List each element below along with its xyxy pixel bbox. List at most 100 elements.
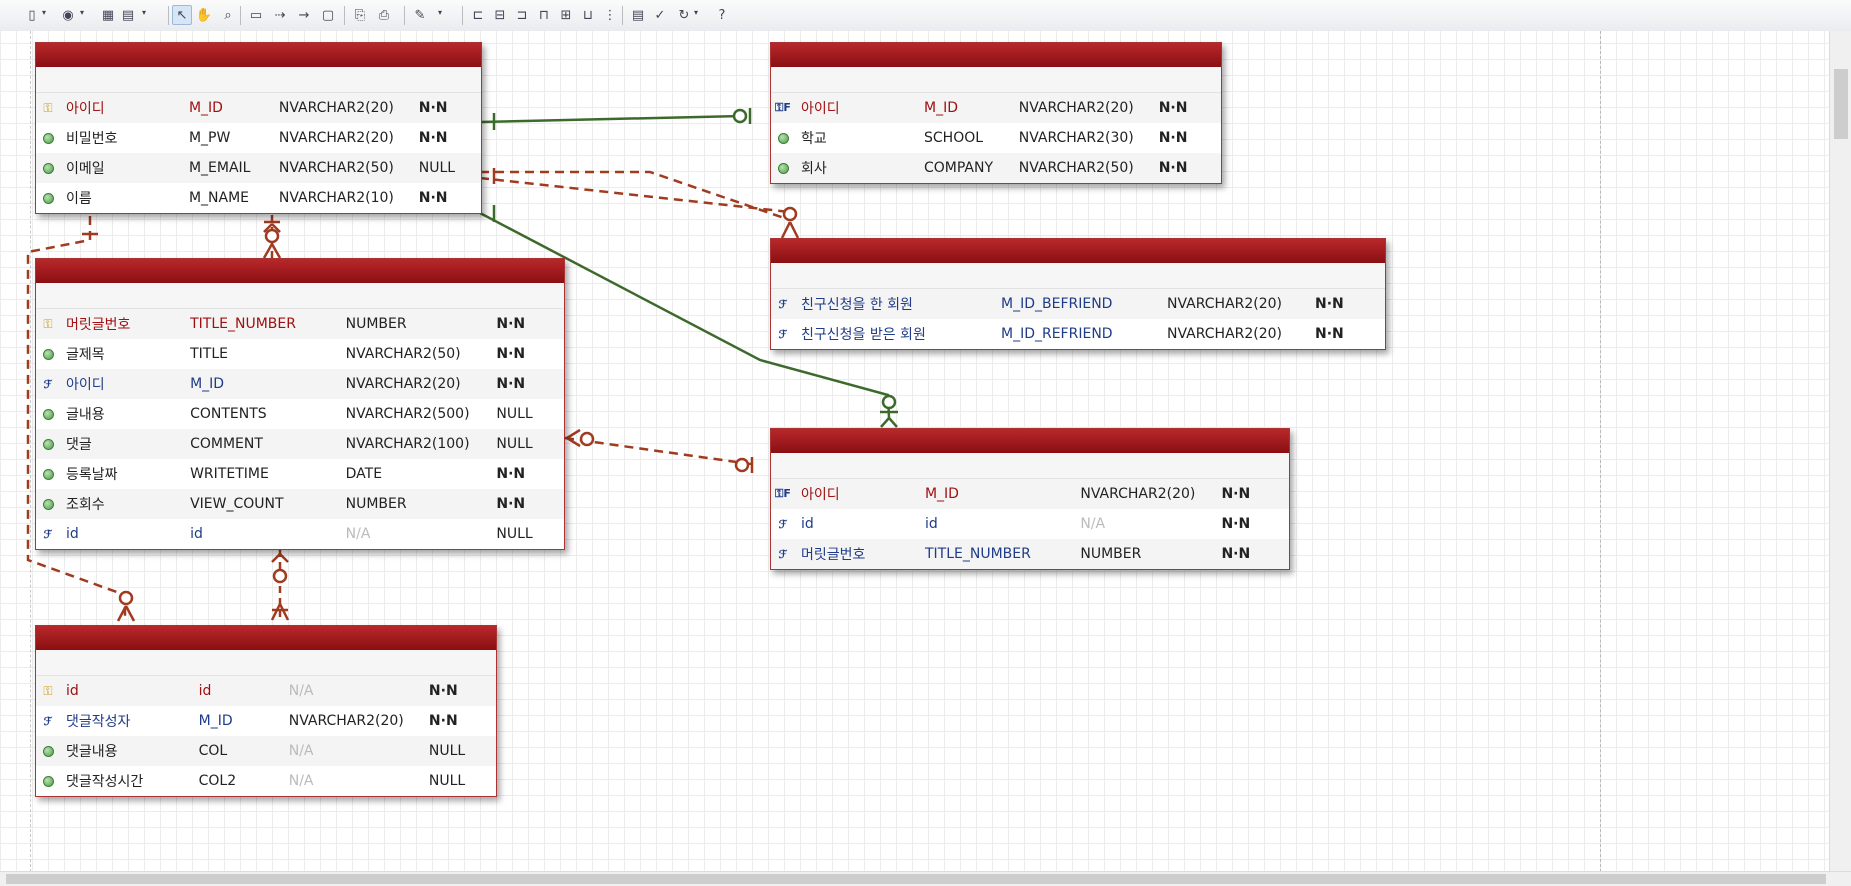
cell-logical: 이메일 xyxy=(66,161,105,177)
cell-type: NVARCHAR2(20) xyxy=(278,130,394,146)
cell-logical: 이름 xyxy=(66,191,92,207)
cell-logical: 등록날짜 xyxy=(66,467,118,483)
align-bottom-icon[interactable]: ⊔ xyxy=(582,7,594,23)
help-icon[interactable]: ? xyxy=(718,7,726,23)
foreign-key-icon: ℱ xyxy=(43,527,53,541)
cell-physical: VIEW_COUNT xyxy=(190,496,284,512)
hand-pan-icon[interactable]: ✋ xyxy=(195,7,213,23)
align-top-icon[interactable]: ⊓ xyxy=(538,7,550,23)
comment-icon[interactable]: ▢ xyxy=(321,7,335,23)
table-header[interactable] xyxy=(771,429,1289,453)
cell-physical: id xyxy=(198,683,212,699)
align-right-icon[interactable]: ⊐ xyxy=(516,7,528,23)
color-brush-icon[interactable]: ✎ xyxy=(414,7,426,23)
toolbar-separator xyxy=(344,6,345,25)
cell-null: N·N xyxy=(1158,160,1188,176)
copy-icon[interactable]: ⎘ xyxy=(354,7,366,23)
table-header[interactable] xyxy=(36,626,496,650)
red-table-icon[interactable]: ▦ xyxy=(101,7,115,23)
cell-logical: 아이디 xyxy=(66,101,105,117)
non-identifying-relation-icon[interactable]: ⇢ xyxy=(274,7,286,23)
cell-logical: 조회수 xyxy=(66,497,105,513)
cell-type: NVARCHAR2(20) xyxy=(278,100,394,116)
table-header[interactable] xyxy=(771,239,1385,263)
entity-color-icon[interactable]: ◉ xyxy=(62,7,74,23)
table-header[interactable] xyxy=(771,43,1221,67)
horizontal-scrollbar[interactable] xyxy=(0,871,1851,886)
select-pointer-icon[interactable]: ↖ xyxy=(172,5,192,25)
horizontal-scroll-thumb[interactable] xyxy=(6,874,1826,884)
cell-physical: M_ID xyxy=(924,100,959,116)
cell-logical: id xyxy=(66,683,79,699)
document-icon[interactable]: ▤ xyxy=(631,7,645,23)
chevron-down-icon[interactable]: ▾ xyxy=(80,8,85,17)
column-icon xyxy=(36,162,60,174)
cell-null: N·N xyxy=(428,713,458,729)
chevron-down-icon[interactable]: ▾ xyxy=(438,8,443,17)
toolbar-separator xyxy=(462,6,463,25)
align-middle-icon[interactable]: ⊞ xyxy=(560,7,572,23)
table-header[interactable] xyxy=(36,259,564,283)
table-header[interactable] xyxy=(36,43,481,67)
check-icon[interactable]: ✓ xyxy=(654,7,666,23)
vertical-scrollbar[interactable] xyxy=(1829,31,1851,872)
column-icon xyxy=(36,192,60,204)
cell-null: N·N xyxy=(496,316,526,332)
column-icon xyxy=(36,132,60,144)
new-diagram-icon[interactable]: ▯ xyxy=(28,7,36,23)
cell-logical: 친구신청을 한 회원 xyxy=(801,297,913,313)
cell-type: NVARCHAR2(30) xyxy=(1018,130,1134,146)
cell-null: N·N xyxy=(428,683,458,699)
align-center-icon[interactable]: ⊟ xyxy=(494,7,506,23)
identifying-relation-icon[interactable]: → xyxy=(298,7,310,23)
distribute-icon[interactable]: ⋮ xyxy=(603,7,617,23)
zoom-icon[interactable]: ⌕ xyxy=(224,7,232,23)
chevron-down-icon[interactable]: ▾ xyxy=(142,8,147,17)
chevron-down-icon[interactable]: ▾ xyxy=(694,8,699,17)
align-left-icon[interactable]: ⊏ xyxy=(472,7,484,23)
refresh-icon[interactable]: ↻ xyxy=(678,7,690,23)
chevron-down-icon[interactable]: ▾ xyxy=(42,8,47,17)
cell-null: N·N xyxy=(496,376,526,392)
print-icon[interactable]: ⎙ xyxy=(378,7,390,23)
vertical-scroll-thumb[interactable] xyxy=(1834,69,1848,139)
cell-physical: M_EMAIL xyxy=(188,160,251,176)
page-icon[interactable]: ▤ xyxy=(121,7,135,23)
cell-null: NULL xyxy=(418,160,456,176)
cell-physical: COMPANY xyxy=(924,160,994,176)
new-entity-icon[interactable]: ▭ xyxy=(249,7,263,23)
cell-physical: SCHOOL xyxy=(924,130,984,146)
